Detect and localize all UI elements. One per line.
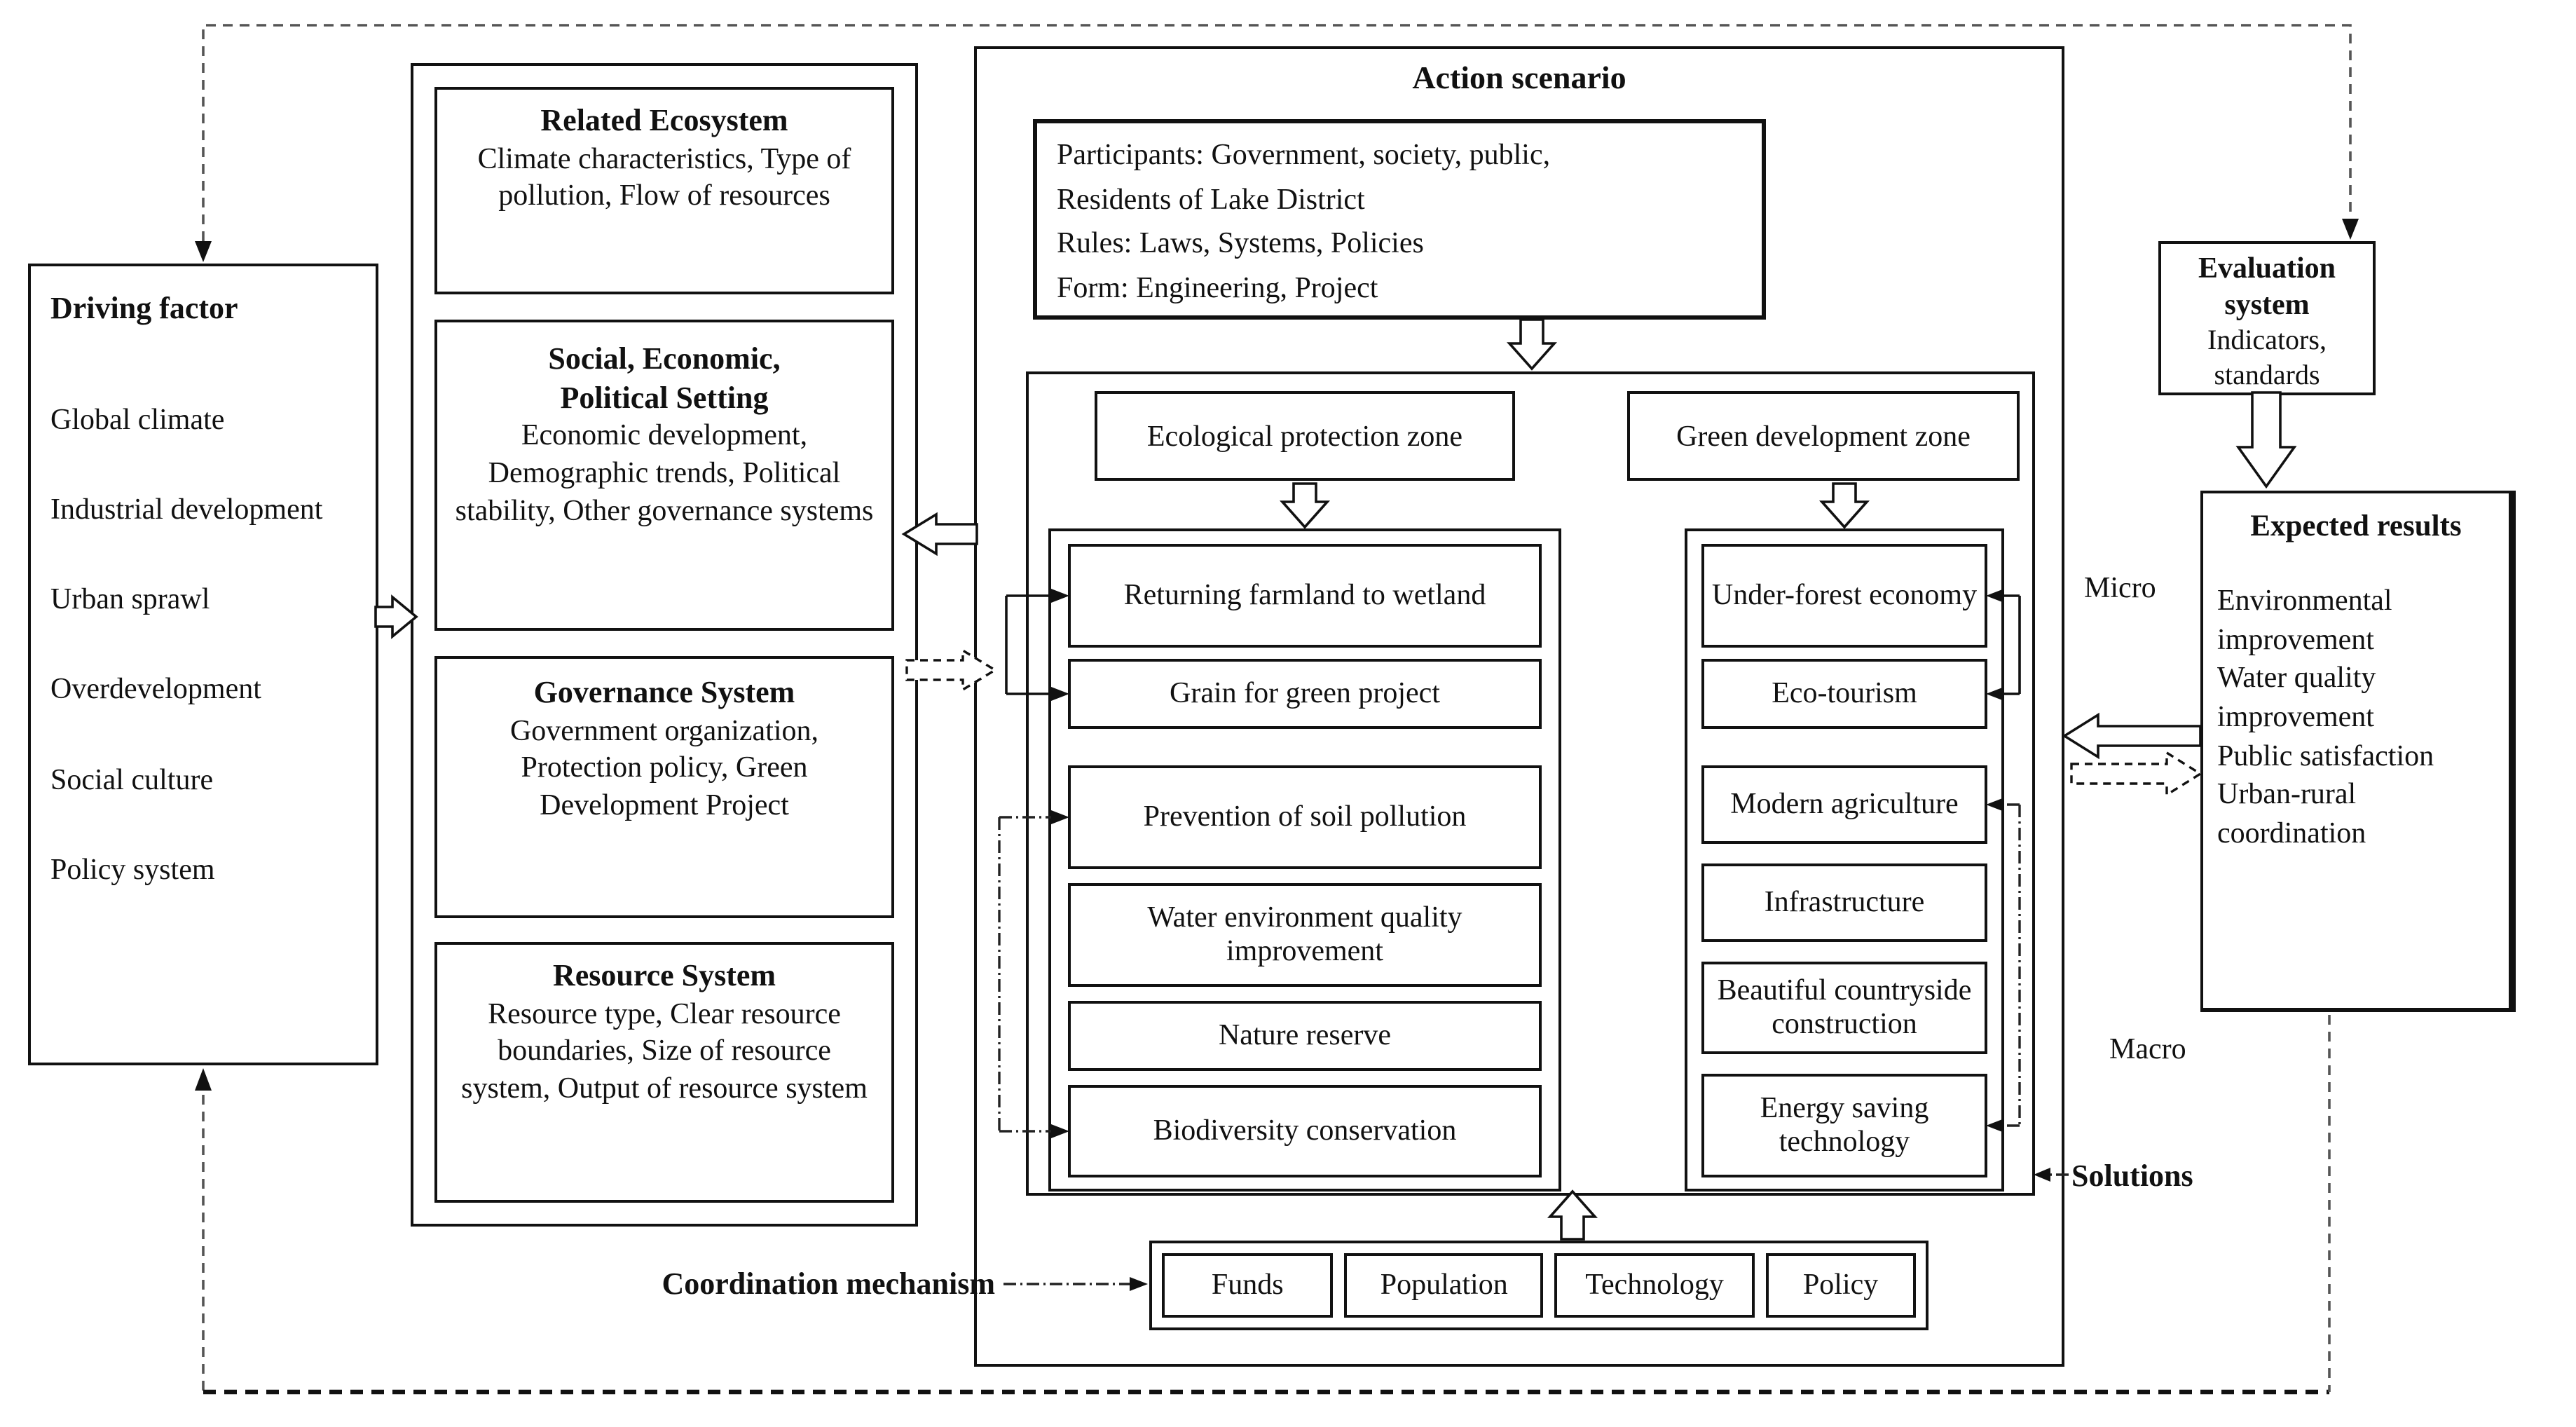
expected-result-item: Urban-rural coordination	[2217, 777, 2366, 850]
eco-item-grain-for-green: Grain for green project	[1068, 659, 1542, 729]
green-item-energy-saving: Energy saving technology	[1701, 1074, 1987, 1177]
evaluation-system-body: Indicators, standards	[2207, 325, 2327, 392]
coordination-item-funds: Funds	[1162, 1253, 1334, 1318]
expected-to-action-arrow	[2062, 712, 2202, 760]
expected-results-box: Expected results Environmental improveme…	[2200, 491, 2516, 1012]
green-item-countryside: Beautiful countryside construction	[1701, 962, 1987, 1054]
evaluation-down-arrow	[2235, 391, 2297, 489]
expected-result-item: Environmental improvement	[2217, 582, 2392, 656]
driving-factor-item: Policy system	[50, 852, 215, 886]
governance-system-box: Governance System Government organizatio…	[434, 656, 894, 918]
arrow-down-into-driving-factor	[195, 241, 212, 262]
green-zone-header: Green development zone	[1627, 391, 2020, 481]
social-setting-body: Economic development, Demographic trends…	[455, 418, 874, 527]
micro-label: Micro	[2084, 571, 2156, 604]
participants-line: Participants: Government, society, publi…	[1057, 137, 1551, 171]
social-setting-box: Social, Economic, Political Setting Econ…	[434, 320, 894, 631]
resource-system-title: Resource System	[552, 957, 776, 992]
ecological-zone-header: Ecological protection zone	[1095, 391, 1515, 481]
eco-item-nature-reserve: Nature reserve	[1068, 1001, 1542, 1071]
coordination-item-population: Population	[1344, 1253, 1544, 1318]
solutions-label: Solutions	[2071, 1158, 2193, 1193]
participants-line: Residents of Lake District	[1057, 182, 1365, 215]
green-item-infrastructure: Infrastructure	[1701, 863, 1987, 942]
resource-system-box: Resource System Resource type, Clear res…	[434, 942, 894, 1203]
driving-factor-item: Global climate	[50, 402, 225, 435]
green-item-under-forest: Under-forest economy	[1701, 544, 1987, 648]
expected-results-title: Expected results	[2250, 509, 2462, 542]
driving-factor-item: Urban sprawl	[50, 582, 210, 615]
driving-factor-item: Overdevelopment	[50, 671, 261, 706]
coordination-item-technology: Technology	[1554, 1253, 1755, 1318]
eco-item-biodiversity: Biodiversity conservation	[1068, 1085, 1542, 1177]
related-ecosystem-body: Climate characteristics, Type of polluti…	[477, 141, 851, 212]
eco-item-water-quality: Water environment quality improvement	[1068, 883, 1542, 987]
eco-item-returning-farmland: Returning farmland to wetland	[1068, 544, 1542, 648]
action-scenario-title: Action scenario	[1412, 60, 1626, 95]
eco-item-soil-pollution: Prevention of soil pollution	[1068, 765, 1542, 869]
driving-factor-item: Social culture	[50, 762, 214, 796]
related-ecosystem-title: Related Ecosystem	[540, 102, 788, 137]
expected-result-item: Water quality improvement	[2217, 660, 2376, 734]
social-setting-title: Social, Economic, Political Setting	[548, 341, 781, 414]
arrow-up-into-driving-factor	[195, 1068, 212, 1091]
green-item-eco-tourism: Eco-tourism	[1701, 659, 1987, 729]
driving-factor-title: Driving factor	[50, 290, 238, 325]
participants-box: Participants: Government, society, publi…	[1033, 119, 1766, 320]
coordination-item-policy: Policy	[1765, 1253, 1916, 1318]
expected-result-item: Public satisfaction	[2217, 738, 2434, 772]
driving-factor-box: Driving factor Global climate Industrial…	[28, 264, 378, 1065]
evaluation-system-box: Evaluation system Indicators, standards	[2158, 241, 2376, 395]
action-to-expected-dashed-arrow	[2070, 750, 2203, 798]
green-item-modern-agriculture: Modern agriculture	[1701, 765, 1987, 844]
coordination-mechanism-label: Coordination mechanism	[662, 1266, 996, 1301]
participants-line: Form: Engineering, Project	[1057, 270, 1378, 303]
coordination-bar: Funds Population Technology Policy	[1149, 1241, 1928, 1330]
driving-factor-item: Industrial development	[50, 491, 323, 526]
participants-line: Rules: Laws, Systems, Policies	[1057, 226, 1424, 259]
governance-system-body: Government organization, Protection poli…	[509, 713, 819, 822]
resource-system-body: Resource type, Clear resource boundaries…	[461, 996, 868, 1105]
arrow-down-into-evaluation	[2342, 219, 2359, 240]
evaluation-system-title: Evaluation system	[2198, 251, 2336, 322]
macro-label: Macro	[2109, 1032, 2186, 1065]
related-ecosystem-box: Related Ecosystem Climate characteristic…	[434, 87, 894, 294]
governance-system-title: Governance System	[533, 674, 795, 709]
